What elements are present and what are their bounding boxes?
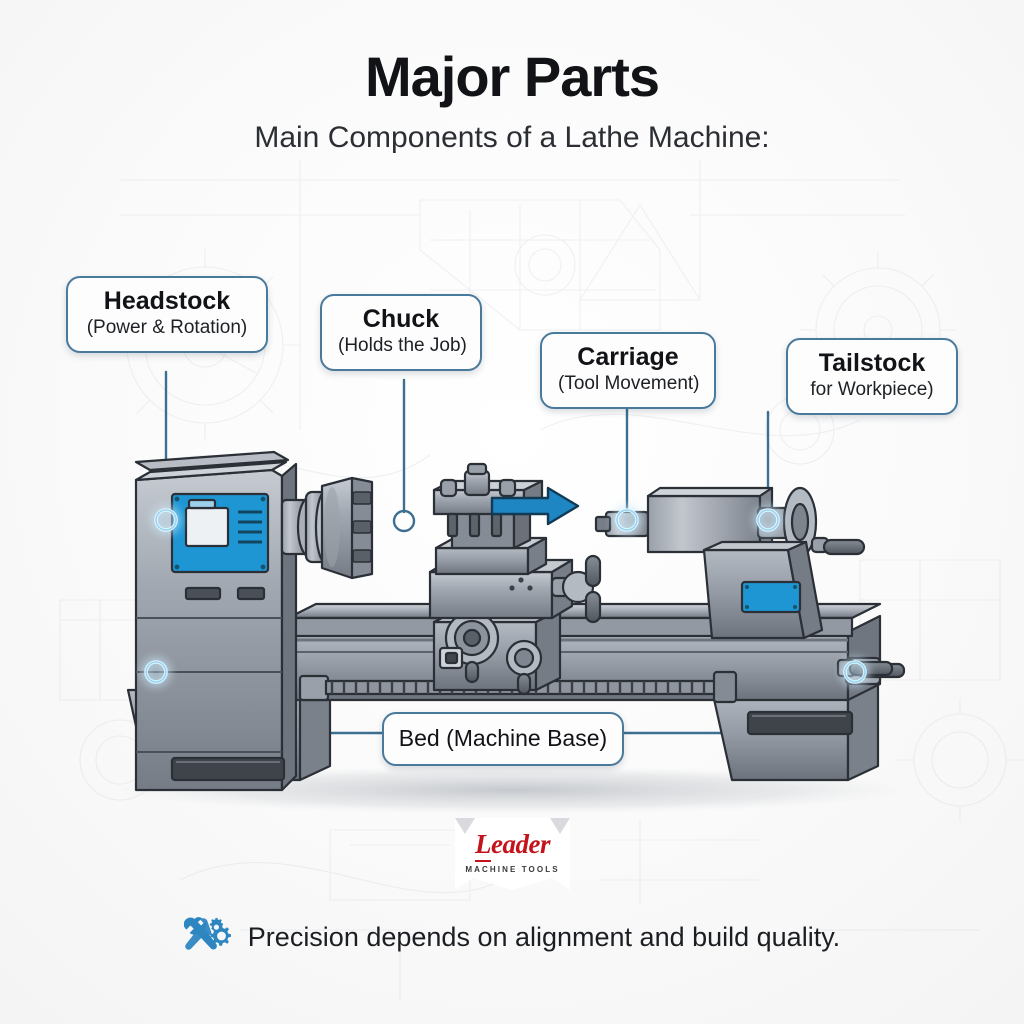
callout-title: Tailstock [818, 349, 926, 377]
brand-logo: Leader MACHINE TOOLS [455, 818, 570, 890]
callout-bed[interactable]: Bed (Machine Base) [382, 712, 624, 766]
callout-title: Headstock [103, 287, 231, 315]
footer: Precision depends on alignment and build… [0, 915, 1024, 959]
logo-wordmark: Leader [455, 829, 570, 862]
callout-carriage[interactable]: Carriage (Tool Movement) [540, 332, 716, 409]
callout-headstock[interactable]: Headstock (Power & Rotation) [66, 276, 268, 353]
page-title: Major Parts [365, 45, 660, 108]
callout-tailstock[interactable]: Tailstock for Workpiece) [786, 338, 958, 415]
logo-ribbon [455, 818, 570, 890]
header: Major Parts Main Components of a Lathe M… [0, 0, 1024, 155]
callout-chuck[interactable]: Chuck (Holds the Job) [320, 294, 482, 371]
callout-title: Chuck [362, 305, 440, 333]
footer-text: Precision depends on alignment and build… [247, 921, 841, 952]
right-arrow-icon [490, 486, 580, 526]
wrench-gear-icon [183, 917, 231, 950]
logo-lead-letter: L [475, 829, 492, 859]
callout-subtitle: (Power & Rotation) [86, 317, 248, 338]
callout-subtitle: (Holds the Job) [338, 335, 467, 356]
callout-title: Carriage [577, 343, 679, 371]
callout-title: Bed (Machine Base) [398, 725, 608, 751]
logo-tagline: MACHINE TOOLS [465, 865, 560, 874]
carriage [428, 462, 602, 696]
logo-rest: eader [491, 829, 550, 859]
tailstock-nameplate [740, 580, 802, 614]
page-subtitle: Main Components of a Lathe Machine: [254, 120, 770, 154]
callout-subtitle: for Workpiece) [810, 379, 934, 400]
ground-shadow [112, 766, 912, 814]
callout-subtitle: (Tool Movement) [558, 373, 700, 394]
chuck [280, 476, 374, 580]
